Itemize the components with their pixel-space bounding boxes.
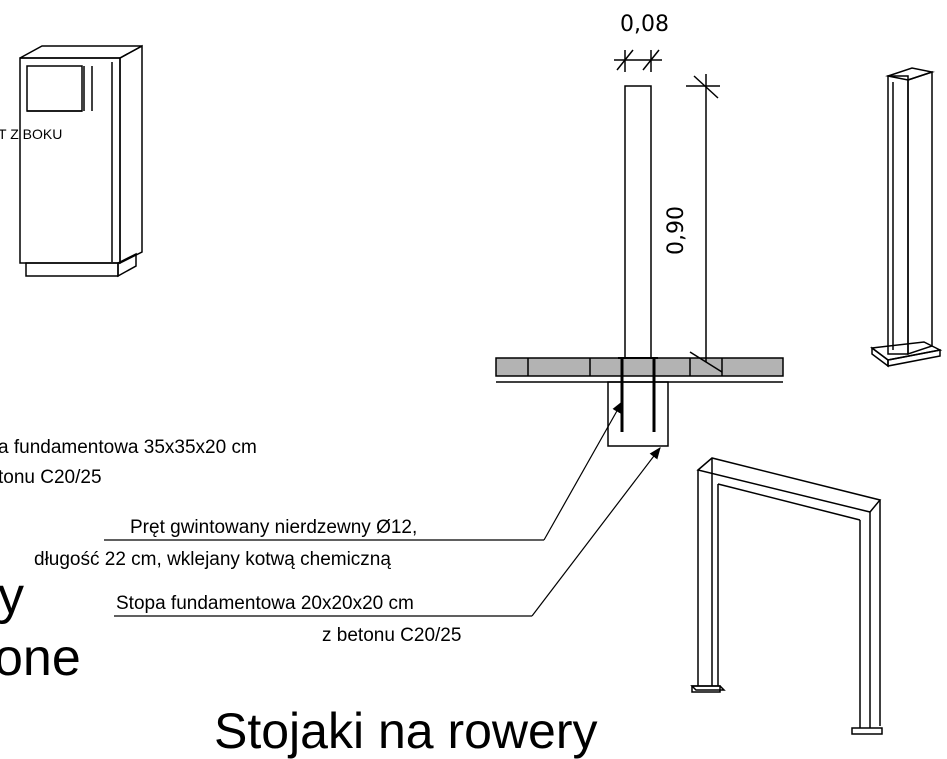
left-foundation-note-line1: a fundamentowa 35x35x20 cm [0, 437, 257, 458]
technical-drawing [19, 44, 943, 735]
trash-bin-drawing [19, 44, 143, 278]
bin-side-label: T Z BOKU [0, 126, 63, 142]
height-dimension-label: 0,90 [664, 206, 689, 255]
bollard-drawing [870, 67, 943, 368]
width-dimension-label: 0,08 [620, 12, 669, 37]
foot-note-line1: Stopa fundamentowa 20x20x20 cm [116, 593, 414, 614]
post-section-drawing [495, 49, 784, 447]
bike-rack-drawing [690, 457, 883, 735]
bottom-title: Stojaki na rowery [214, 703, 598, 759]
rod-note-line2: długość 22 cm, wklejany kotwą chemiczną [34, 549, 391, 570]
rod-note-line1: Pręt gwintowany nierdzewny Ø12, [130, 517, 418, 538]
note-underlines [104, 539, 544, 617]
leader-arrows [531, 400, 661, 617]
partial-heading-one: one [0, 629, 81, 687]
partial-heading-y: y [0, 567, 24, 625]
foot-note-line2: z betonu C20/25 [322, 625, 462, 646]
left-foundation-note-line2: tonu C20/25 [0, 467, 102, 488]
